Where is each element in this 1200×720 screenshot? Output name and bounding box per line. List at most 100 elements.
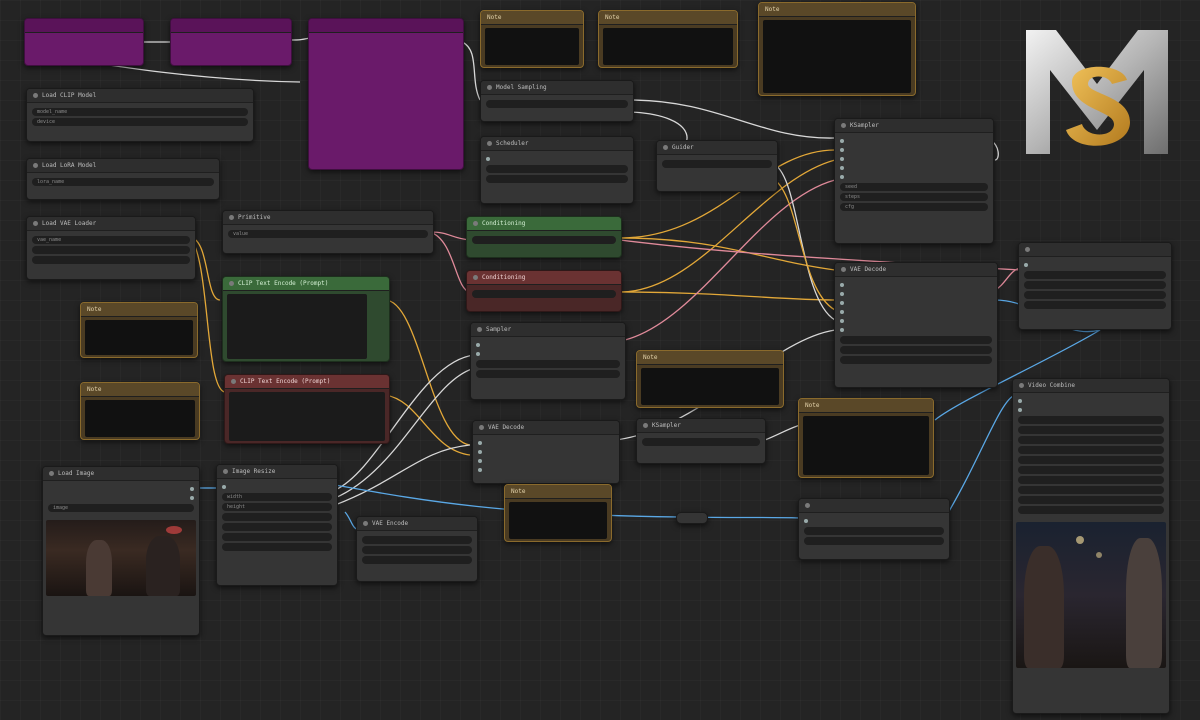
collapse-dot-icon[interactable]	[479, 425, 484, 430]
collapse-dot-icon[interactable]	[841, 123, 846, 128]
port-dot-icon[interactable]	[840, 148, 844, 152]
collapse-dot-icon[interactable]	[663, 145, 668, 150]
note-text[interactable]	[485, 28, 579, 65]
vae-decode-node[interactable]: VAE Decode	[472, 420, 620, 484]
node-header[interactable]: VAE Decode	[835, 263, 997, 277]
collapse-dot-icon[interactable]	[33, 163, 38, 168]
node-header[interactable]: Image Resize	[217, 465, 337, 479]
collapse-dot-icon[interactable]	[1025, 247, 1030, 252]
sampler-widget-2[interactable]	[476, 370, 620, 378]
node-header[interactable]: Note	[637, 351, 783, 365]
widget-row[interactable]	[804, 537, 944, 545]
vae-name-widget[interactable]: vae_name	[32, 236, 190, 244]
input-port[interactable]	[1024, 261, 1166, 269]
input-port[interactable]	[840, 299, 992, 307]
node-header[interactable]	[1019, 243, 1171, 257]
resize-widget-6[interactable]	[222, 543, 332, 551]
port-dot-icon[interactable]	[840, 139, 844, 143]
conditioning-widget[interactable]	[472, 290, 616, 298]
collapse-dot-icon[interactable]	[643, 423, 648, 428]
port-dot-icon[interactable]	[840, 328, 844, 332]
guider-node[interactable]: Guider	[656, 140, 778, 192]
resize-widget-3[interactable]	[222, 513, 332, 521]
port-dot-icon[interactable]	[840, 166, 844, 170]
port-dot-icon[interactable]	[840, 301, 844, 305]
note-node-left-2[interactable]: Note	[80, 382, 200, 440]
node-header[interactable]: VAE Encode	[357, 517, 477, 531]
port-dot-icon[interactable]	[1018, 399, 1022, 403]
value-widget[interactable]: value	[228, 230, 428, 238]
port-dot-icon[interactable]	[840, 157, 844, 161]
load-clip-model-node[interactable]: Load CLIP Model model_name device	[26, 88, 254, 142]
vae-widget-3[interactable]	[32, 256, 190, 264]
collapse-dot-icon[interactable]	[841, 267, 846, 272]
input-port[interactable]	[478, 466, 614, 474]
collapse-dot-icon[interactable]	[49, 471, 54, 476]
port-dot-icon[interactable]	[840, 283, 844, 287]
input-port[interactable]	[476, 350, 620, 358]
format-widget[interactable]	[1018, 446, 1164, 454]
input-port[interactable]	[478, 457, 614, 465]
output-port[interactable]	[48, 494, 194, 502]
node-header[interactable]: Note	[505, 485, 611, 499]
note-node-top-3[interactable]: Note	[758, 2, 916, 96]
node-header[interactable]: CLIP Text Encode (Prompt)	[223, 277, 389, 291]
resize-widget-4[interactable]	[222, 523, 332, 531]
note-node-mid-3[interactable]: Note	[504, 484, 612, 542]
collapse-dot-icon[interactable]	[363, 521, 368, 526]
load-image-node[interactable]: Load Image image	[42, 466, 200, 636]
ksampler-node[interactable]: KSampler seed steps cfg	[834, 118, 994, 244]
widget-row[interactable]	[1024, 281, 1166, 289]
video-combine-node[interactable]: Video Combine	[1012, 378, 1170, 714]
port-dot-icon[interactable]	[840, 175, 844, 179]
note-node-mid-2[interactable]: Note	[798, 398, 934, 478]
load-vae-node[interactable]: Load VAE Loader vae_name	[26, 216, 196, 280]
decode-widget-2[interactable]	[840, 346, 992, 354]
sampler-widget[interactable]	[476, 360, 620, 368]
note-text[interactable]	[763, 20, 911, 93]
note-node-top-1[interactable]: Note	[480, 10, 584, 68]
scheduler-node[interactable]: Scheduler	[480, 136, 634, 204]
note-text[interactable]	[509, 502, 607, 539]
resize-widget-5[interactable]	[222, 533, 332, 541]
input-port[interactable]	[840, 137, 988, 145]
node-header[interactable]: Load CLIP Model	[27, 89, 253, 103]
node-header[interactable]: KSampler	[835, 119, 993, 133]
node-header[interactable]: KSampler	[637, 419, 765, 433]
reroute-node[interactable]	[676, 512, 708, 524]
node-header[interactable]: Conditioning	[467, 217, 621, 231]
scheduler-widget[interactable]	[486, 165, 628, 173]
purple-node-1[interactable]	[24, 18, 144, 66]
purple-node-2[interactable]	[170, 18, 292, 66]
collapse-dot-icon[interactable]	[223, 469, 228, 474]
input-port[interactable]	[840, 164, 988, 172]
steps-widget[interactable]: steps	[840, 193, 988, 201]
input-port[interactable]	[478, 439, 614, 447]
input-port[interactable]	[840, 146, 988, 154]
port-dot-icon[interactable]	[478, 441, 482, 445]
node-header[interactable]	[25, 19, 143, 33]
note-text[interactable]	[641, 368, 779, 405]
widget-row[interactable]	[1024, 271, 1166, 279]
widget-row[interactable]	[1024, 301, 1166, 309]
port-dot-icon[interactable]	[478, 450, 482, 454]
clip-text-encode-positive-node[interactable]: CLIP Text Encode (Prompt)	[222, 276, 390, 362]
cfg-widget[interactable]: cfg	[840, 203, 988, 211]
node-header[interactable]: Video Combine	[1013, 379, 1169, 393]
encode-widget-2[interactable]	[362, 546, 472, 554]
collapse-dot-icon[interactable]	[805, 503, 810, 508]
node-header[interactable]: Load LoRA Model	[27, 159, 219, 173]
sampling-widget[interactable]	[486, 100, 628, 108]
lora-name-widget[interactable]: lora_name	[32, 178, 214, 186]
note-node-left-1[interactable]: Note	[80, 302, 198, 358]
upscale-model-node[interactable]	[798, 498, 950, 560]
collapse-dot-icon[interactable]	[1019, 383, 1024, 388]
conditioning-positive-node[interactable]: Conditioning	[466, 216, 622, 258]
input-port[interactable]	[840, 290, 992, 298]
port-dot-icon[interactable]	[486, 157, 490, 161]
port-dot-icon[interactable]	[840, 292, 844, 296]
node-header[interactable]: Primitive	[223, 211, 433, 225]
widget-row[interactable]	[1024, 291, 1166, 299]
image-upscale-node[interactable]	[1018, 242, 1172, 330]
node-header[interactable]: CLIP Text Encode (Prompt)	[225, 375, 389, 389]
